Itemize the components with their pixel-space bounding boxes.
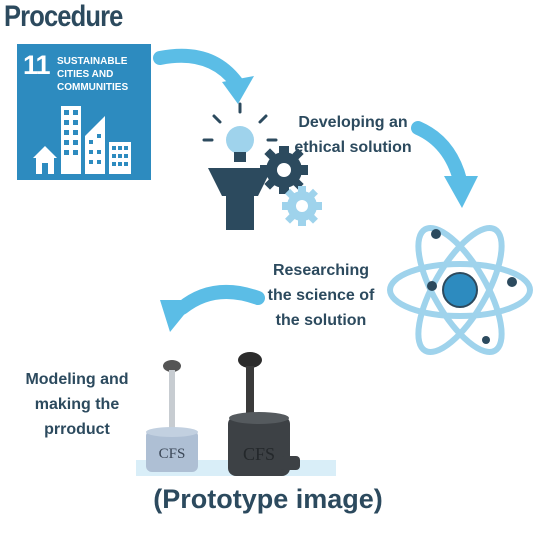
sdg-number: 11 xyxy=(23,50,51,80)
city-buildings-icon xyxy=(33,106,131,174)
step-ethical-solution: Developing an ethical solution xyxy=(294,114,412,156)
atom-icon xyxy=(387,225,533,355)
sdg-label: SUSTAINABLE CITIES AND COMMUNITIES xyxy=(57,56,129,93)
prototype-caption: (Prototype image) xyxy=(153,484,383,514)
arrow-3-icon xyxy=(160,284,265,332)
prototype-label-light: CFS xyxy=(158,446,186,462)
page-title: Procedure xyxy=(4,0,123,33)
lightbulb-gears-icon xyxy=(202,102,322,230)
prototype-image xyxy=(136,352,336,476)
step-research-science: Researching the science of the solution xyxy=(267,262,375,329)
arrow-2-icon xyxy=(411,121,478,208)
arrow-1-icon xyxy=(153,48,254,104)
step-modeling-product: Modeling and making the prroduct xyxy=(25,371,129,438)
prototype-label-dark: CFS xyxy=(242,444,276,464)
sdg-11-badge: 11 SUSTAINABLE CITIES AND COMMUNITIES xyxy=(17,44,151,180)
